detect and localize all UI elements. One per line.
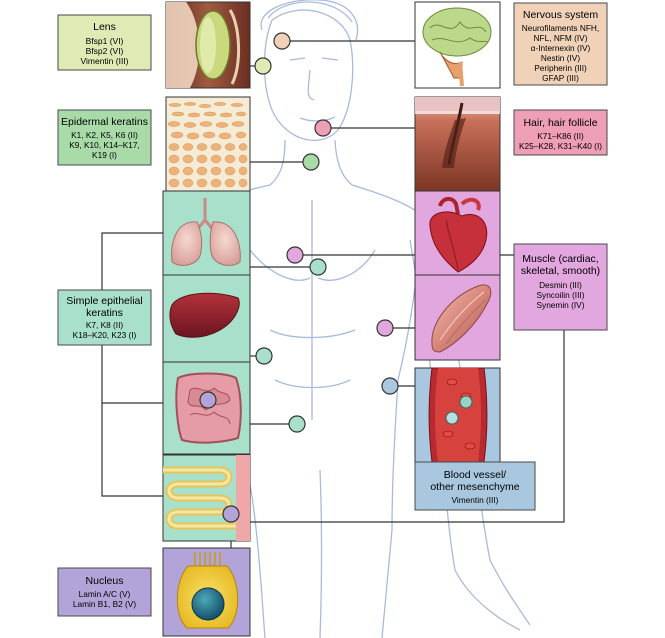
label-muscle: Muscle (cardiac, skeletal, smooth) Desmi…: [513, 243, 608, 331]
marker-nervous: [273, 32, 291, 50]
label-hair-follicle: Hair, hair follicle K71–K86 (II) K25–K28…: [513, 109, 608, 156]
brain-illustration: [414, 1, 501, 89]
nervous-title: Nervous system: [523, 9, 599, 21]
simple-title-2: keratins: [86, 307, 123, 319]
nucleus-title: Nucleus: [86, 575, 124, 587]
muscle-line-1: Desmin (III): [539, 280, 582, 290]
cell-nucleus-illustration: [162, 547, 251, 637]
nervous-line-1: Neurofilaments NFH,: [522, 23, 599, 33]
epidermal-line-3: K19 (I): [92, 150, 117, 160]
hair-line-1: K71–K86 (II): [537, 131, 584, 141]
lungs-illustration: [162, 190, 251, 276]
heart-illustration: [414, 190, 501, 276]
label-epidermal-keratins: Epidermal keratins K1, K2, K5, K6 (II) K…: [57, 109, 152, 166]
muscle-line-2: Syncoilin (III): [537, 290, 585, 300]
blood-line-1: Vimentin (III): [452, 495, 499, 505]
lens-title: Lens: [93, 21, 116, 33]
epidermal-line-2: K9, K10, K14–K17,: [69, 140, 140, 150]
nervous-line-5: Peripherin (III): [534, 63, 587, 73]
marker-lung: [309, 258, 327, 276]
marker-muscle-heart: [286, 246, 304, 264]
label-lens: Lens Bfsp1 (VI) Bfsp2 (VI) Vimentin (III…: [57, 14, 152, 71]
simple-line-2: K18–K20, K23 (I): [73, 330, 137, 340]
lens-line-3: Vimentin (III): [80, 56, 128, 66]
hair-follicle-illustration: [414, 96, 501, 193]
label-simple-epithelial-keratins: Simple epithelial keratins K7, K8 (II) K…: [57, 289, 152, 346]
marker-epidermal: [302, 153, 320, 171]
nervous-line-3: α-Internexin (IV): [531, 43, 591, 53]
simple-title: Simple epithelial: [66, 295, 142, 307]
lens-line-1: Bfsp1 (VI): [86, 36, 124, 46]
simple-line-1: K7, K8 (II): [86, 320, 124, 330]
hair-line-2: K25–K28, K31–K40 (I): [519, 141, 602, 151]
nervous-line-6: GFAP (III): [542, 73, 579, 83]
marker-blood: [381, 377, 399, 395]
blood-vessel-illustration: [414, 367, 501, 463]
villi-illustration: [162, 454, 251, 542]
label-nucleus: Nucleus Lamin A/C (V) Lamin B1, B2 (V): [57, 567, 152, 617]
epidermis-illustration: [165, 96, 251, 193]
muscle-line-3: Synemin (IV): [537, 300, 585, 310]
marker-hair: [314, 119, 332, 137]
muscle-title: Muscle (cardiac,: [522, 253, 598, 265]
blood-title: Blood vessel/: [444, 469, 507, 481]
nucleus-line-1: Lamin A/C (V): [79, 589, 131, 599]
location-markers: [199, 32, 399, 523]
muscle-title-2: skeletal, smooth): [521, 265, 600, 277]
lens-line-2: Bfsp2 (VI): [86, 46, 124, 56]
label-nervous-system: Nervous system Neurofilaments NFH, NFL, …: [513, 2, 608, 86]
marker-villi: [222, 505, 240, 523]
marker-intestine: [288, 415, 306, 433]
blood-title-2: other mesenchyme: [430, 481, 519, 493]
liver-illustration: [162, 274, 251, 363]
nervous-line-4: Nestin (IV): [541, 53, 580, 63]
epidermal-line-1: K1, K2, K5, K6 (II): [71, 130, 138, 140]
nervous-line-2: NFL, NFM (IV): [534, 33, 588, 43]
label-blood-vessel: Blood vessel/ other mesenchyme Vimentin …: [414, 461, 536, 511]
muscle-illustration: [414, 274, 501, 361]
nucleus-line-2: Lamin B1, B2 (V): [73, 599, 136, 609]
epidermal-title: Epidermal keratins: [61, 116, 148, 128]
marker-lens: [254, 57, 272, 75]
hair-title: Hair, hair follicle: [523, 117, 597, 129]
lens-illustration: [165, 1, 251, 89]
marker-liver: [255, 347, 273, 365]
marker-muscle-arm: [376, 319, 394, 337]
marker-nucleus: [199, 391, 217, 409]
